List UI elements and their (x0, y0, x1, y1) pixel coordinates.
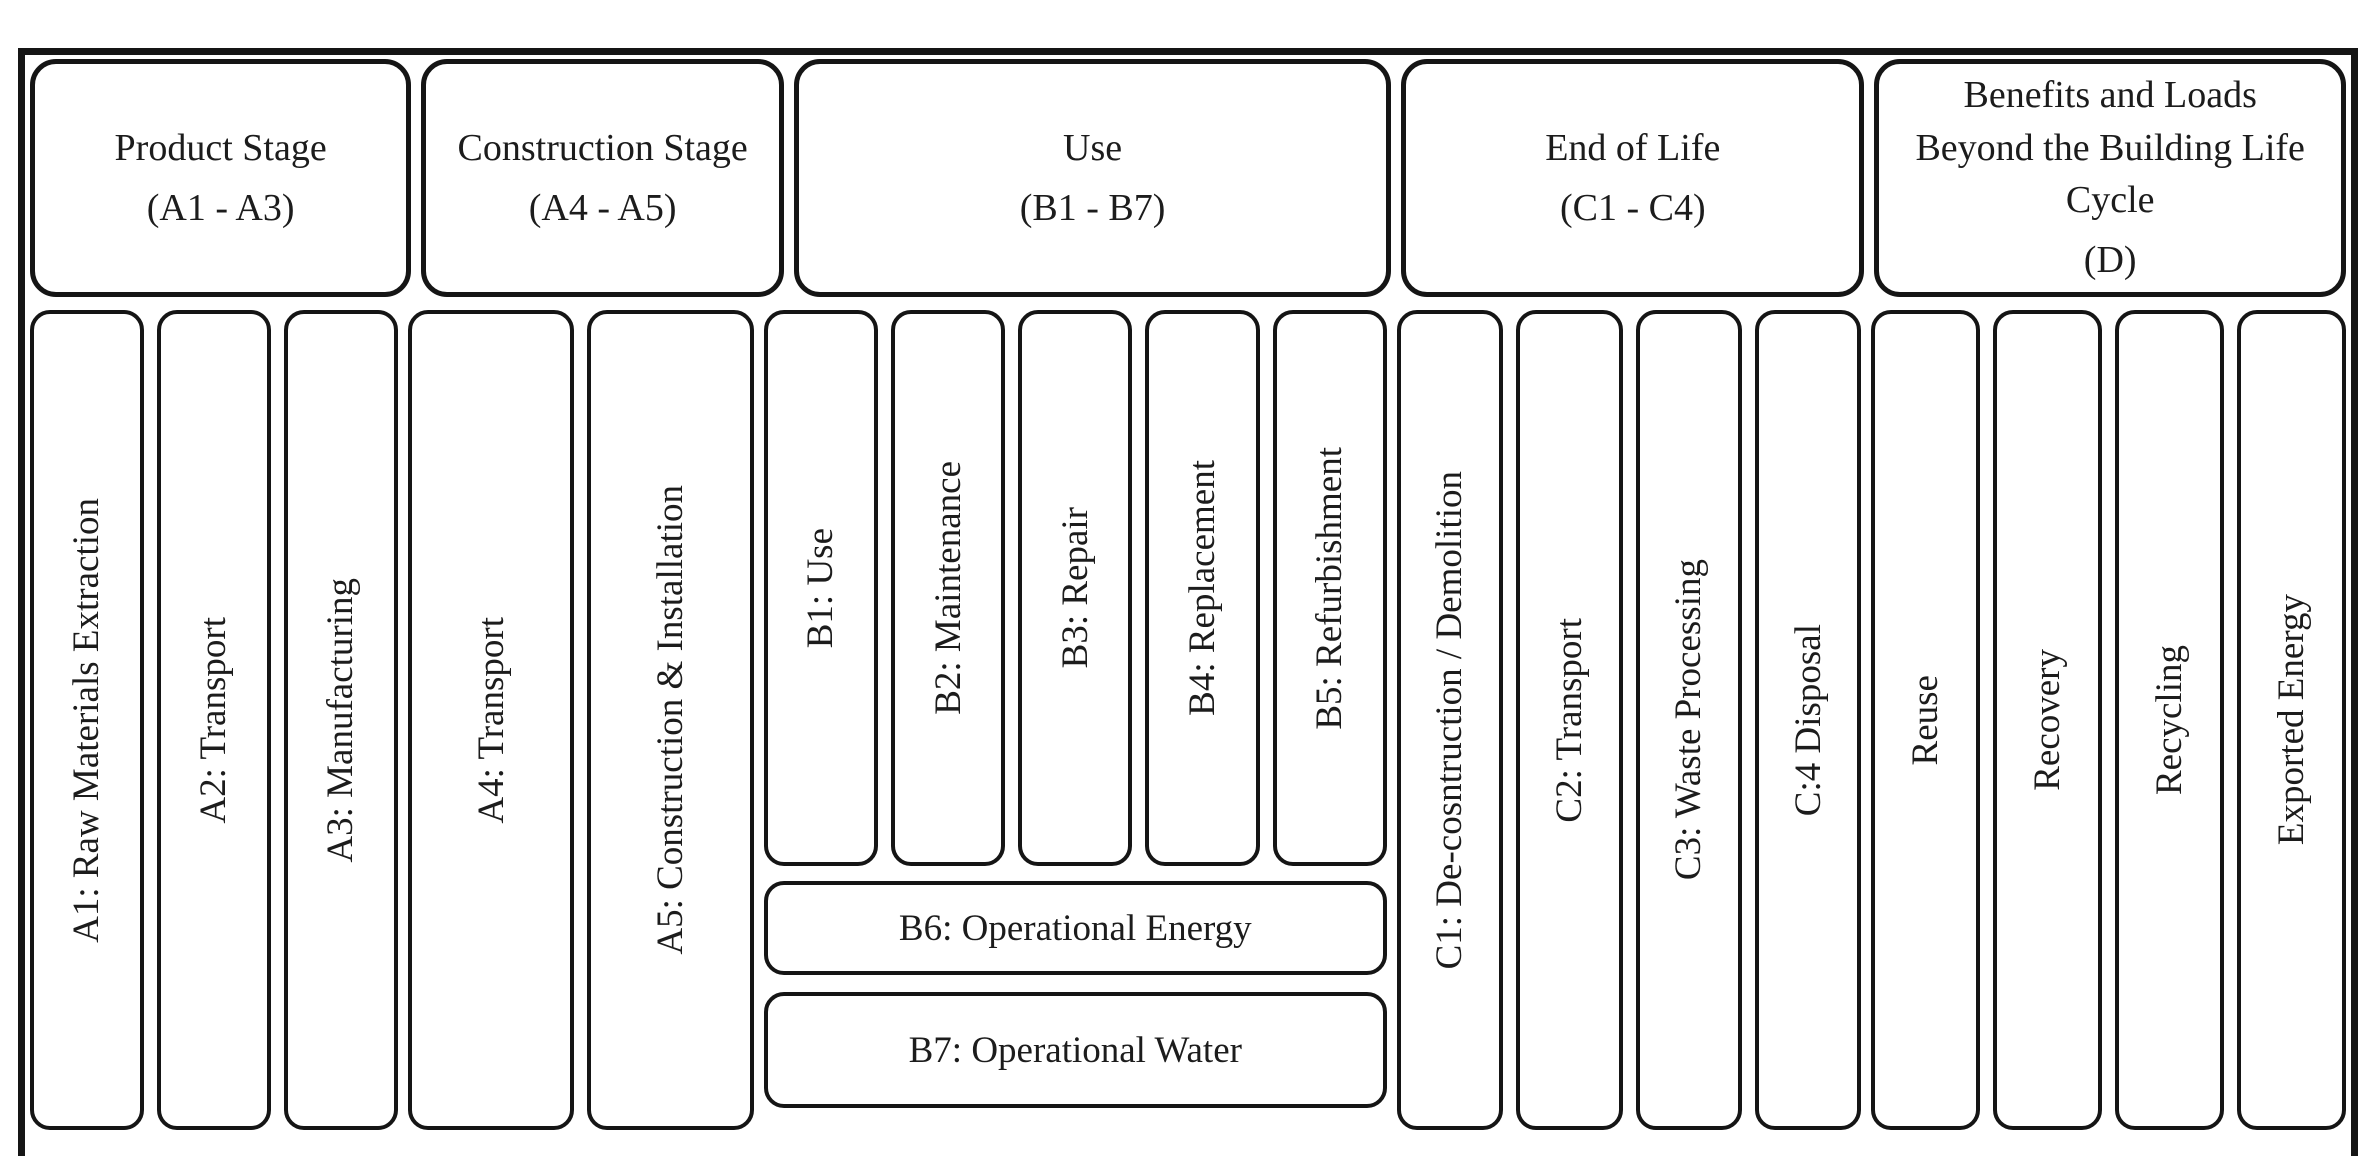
group-name: End of Life (1545, 126, 1721, 169)
column-a4: A4: Transport (407, 310, 575, 1130)
group-header-product-stage: Product Stage (A1 - A3) (30, 59, 412, 297)
column-label: B4: Replacement (1181, 460, 1223, 716)
group-name: Construction Stage (457, 126, 748, 169)
group-header-construction-stage: Construction Stage (A4 - A5) (421, 59, 785, 297)
group-columns-construction-stage: A4: Transport A5: Construction & Install… (407, 310, 754, 1130)
stage-columns-row: A1: Raw Materials Extraction A2: Transpo… (30, 310, 2346, 1130)
column-label: A3: Manufacturing (320, 577, 362, 863)
bar-label: B6: Operational Energy (898, 907, 1252, 949)
column-label: B2: Maintenance (927, 461, 969, 715)
column-a5: A5: Construction & Installation (587, 310, 754, 1130)
bar-b6-operational-energy: B6: Operational Energy (763, 881, 1387, 975)
column-b2: B2: Maintenance (891, 310, 1006, 866)
column-label: C3: Waste Processing (1668, 559, 1710, 881)
group-columns-end-of-life: C1: De-cosntruction / Demolition C2: Tra… (1396, 310, 1862, 1130)
column-label: A5: Construction & Installation (650, 485, 692, 955)
column-b4: B4: Replacement (1145, 310, 1260, 866)
column-a2: A2: Transport (156, 310, 271, 1130)
column-c1: C1: De-cosntruction / Demolition (1396, 310, 1504, 1130)
column-recycling: Recycling (2115, 310, 2225, 1130)
column-label: Exported Energy (2271, 594, 2313, 846)
use-vertical-columns: B1: Use B2: Maintenance B3: Repair B4: R… (763, 310, 1387, 866)
group-name: Product Stage (114, 126, 327, 169)
column-label: B5: Refurbishment (1309, 446, 1351, 730)
column-label: A1: Raw Materials Extraction (66, 497, 108, 943)
column-c4: C:4 Disposal (1755, 310, 1862, 1130)
column-a3: A3: Manufacturing (283, 310, 398, 1130)
column-label: Reuse (1905, 674, 1947, 766)
column-b5: B5: Refurbishment (1272, 310, 1387, 866)
column-b1: B1: Use (763, 310, 879, 866)
column-c3: C3: Waste Processing (1635, 310, 1742, 1130)
column-label: B1: Use (800, 527, 842, 649)
group-columns-use: B1: Use B2: Maintenance B3: Repair B4: R… (763, 310, 1387, 1130)
column-label: A2: Transport (193, 616, 235, 824)
column-label: Recovery (2027, 649, 2069, 791)
group-header-benefits-and-loads: Benefits and Loads Beyond the Building L… (1874, 59, 2346, 297)
group-name: Use (1063, 126, 1123, 169)
bar-label: B7: Operational Water (908, 1029, 1242, 1071)
column-label: B3: Repair (1054, 507, 1096, 669)
column-label: A4: Transport (470, 616, 512, 824)
column-b3: B3: Repair (1018, 310, 1133, 866)
group-range: (B1 - B7) (1019, 187, 1166, 229)
bar-b7-operational-water: B7: Operational Water (763, 992, 1387, 1108)
building-life-cycle-diagram: Product Stage (A1 - A3) Construction Sta… (18, 48, 2358, 1156)
column-exported-energy: Exported Energy (2237, 310, 2346, 1130)
column-label: C1: De-cosntruction / Demolition (1429, 470, 1471, 970)
group-header-use: Use (B1 - B7) (794, 59, 1392, 297)
group-range: (D) (2083, 239, 2137, 282)
column-label: Recycling (2149, 644, 2191, 795)
column-label: C2: Transport (1548, 617, 1590, 823)
group-range: (A1 - A3) (146, 187, 295, 229)
column-recovery: Recovery (1993, 310, 2103, 1130)
column-reuse: Reuse (1871, 310, 1981, 1130)
column-c2: C2: Transport (1516, 310, 1623, 1130)
group-columns-product-stage: A1: Raw Materials Extraction A2: Transpo… (30, 310, 398, 1130)
column-a1: A1: Raw Materials Extraction (30, 310, 144, 1130)
group-range: (A4 - A5) (528, 187, 677, 229)
group-name: Benefits and Loads Beyond the Building L… (1915, 74, 2305, 221)
column-label: C:4 Disposal (1787, 623, 1829, 817)
group-header-end-of-life: End of Life (C1 - C4) (1401, 59, 1865, 297)
group-columns-benefits-and-loads: Reuse Recovery Recycling Exported Energy (1871, 310, 2346, 1130)
group-range: (C1 - C4) (1559, 187, 1706, 229)
stage-header-row: Product Stage (A1 - A3) Construction Sta… (30, 59, 2346, 297)
